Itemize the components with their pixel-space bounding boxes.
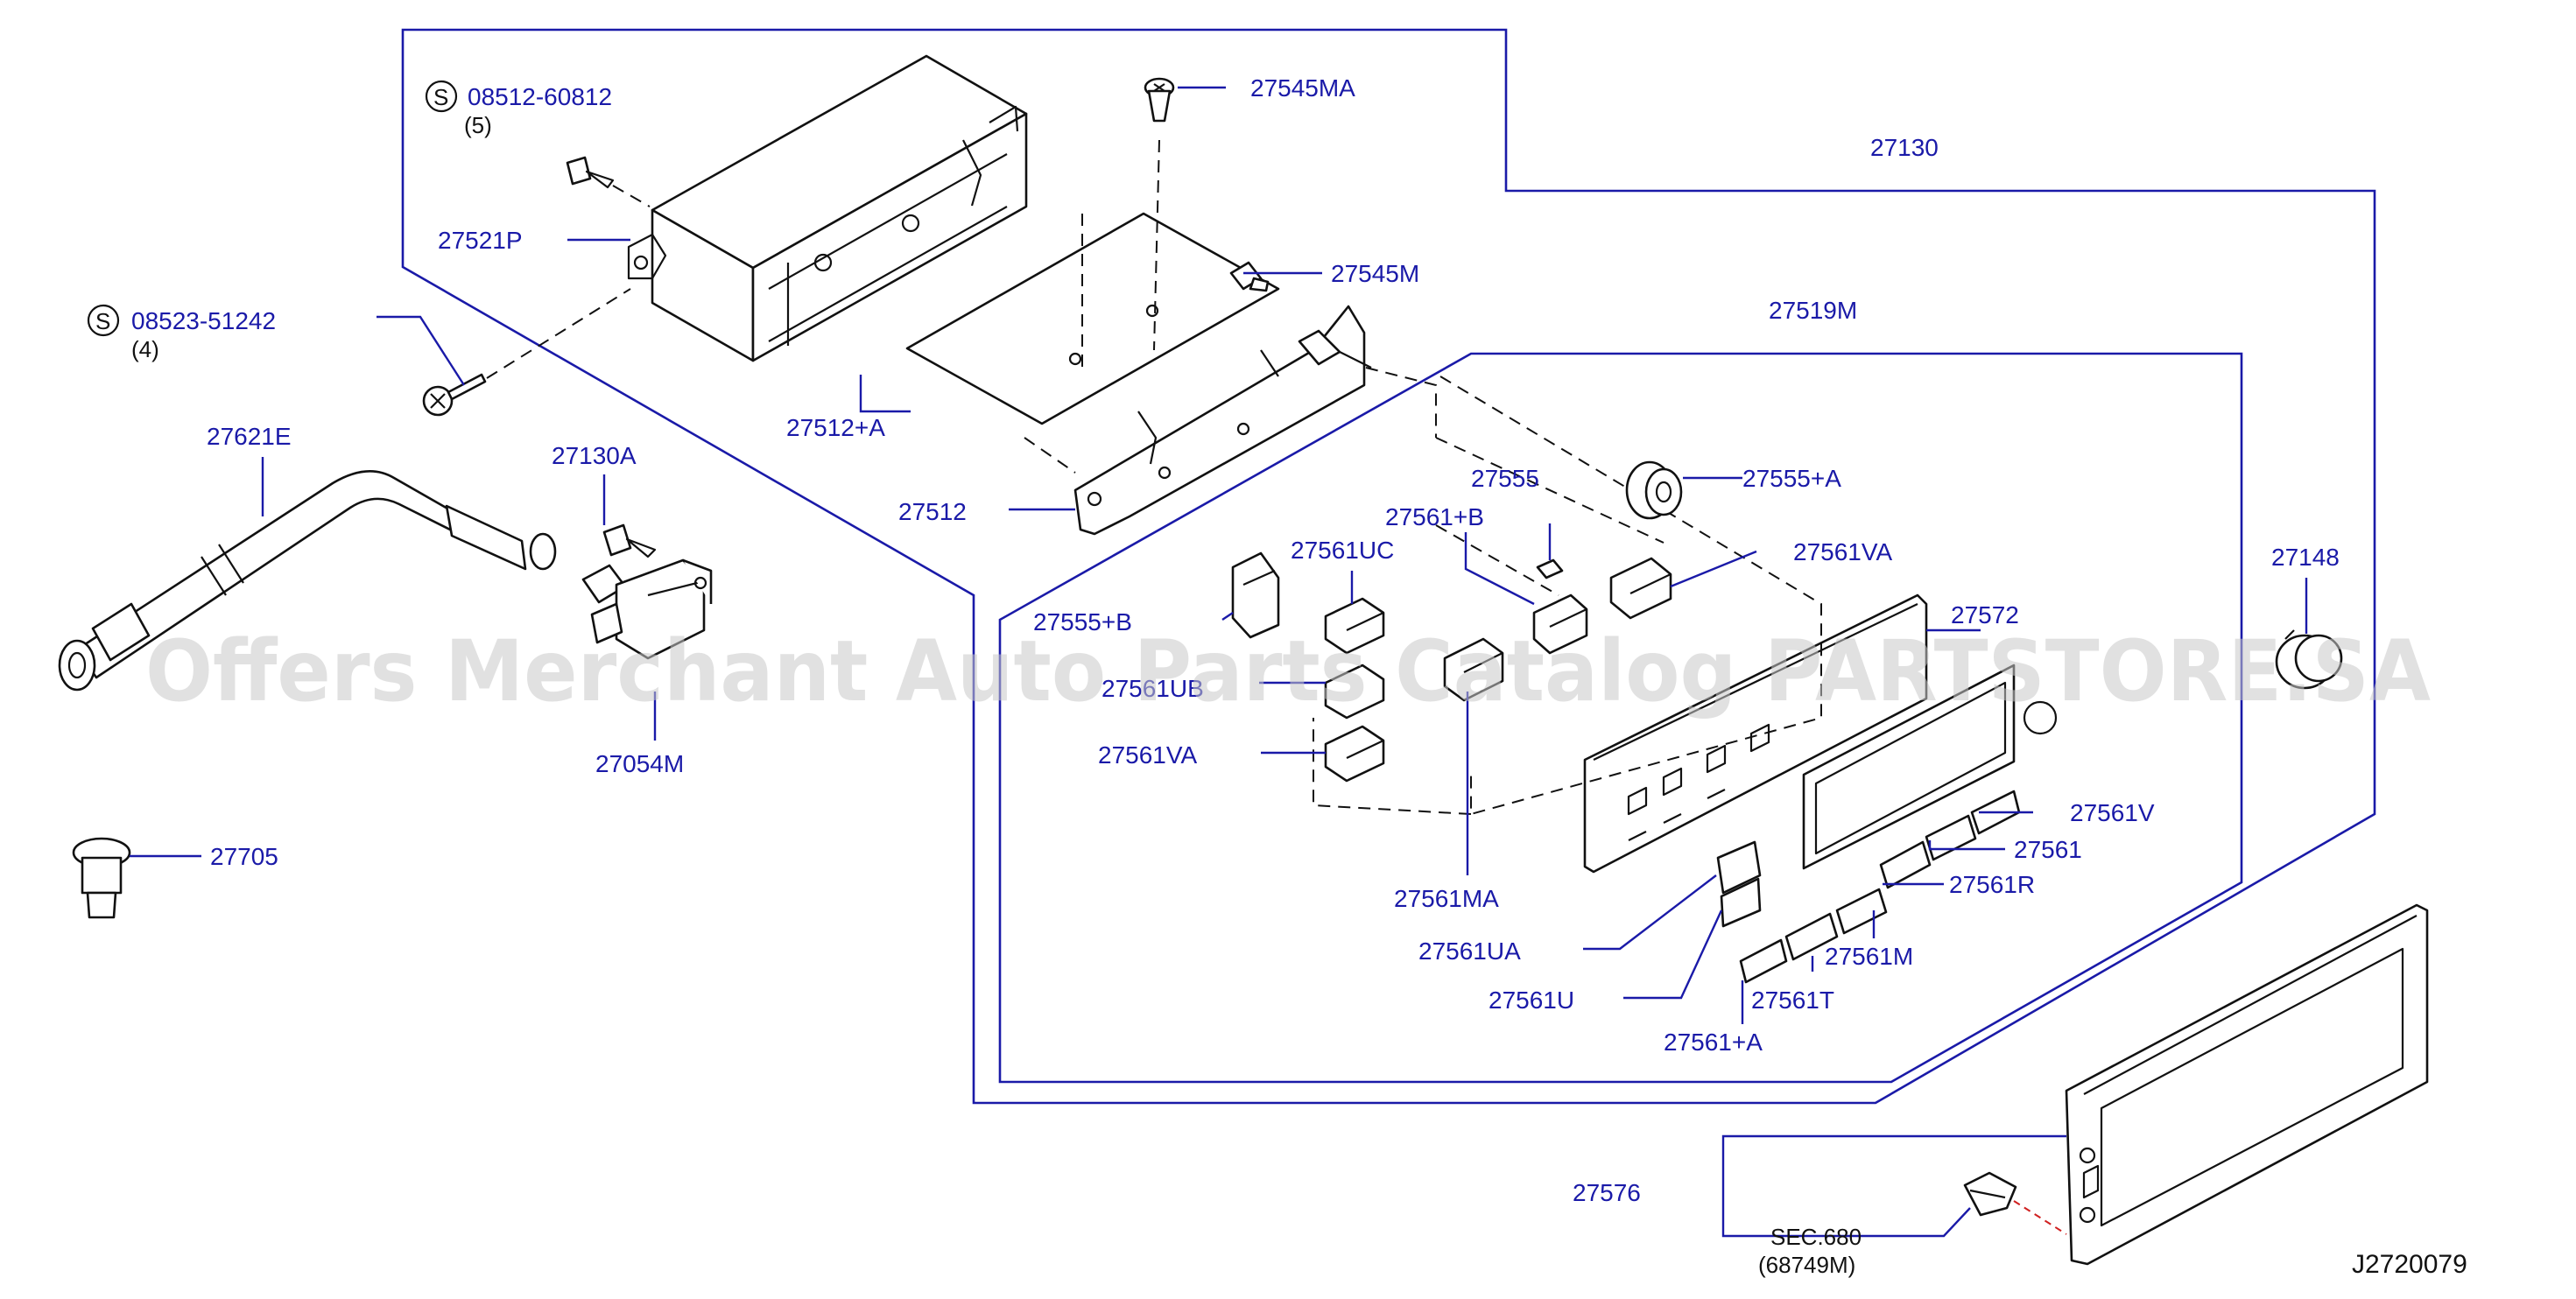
label-27561MA: 27561MA bbox=[1394, 885, 1499, 912]
label-08512-qty: (5) bbox=[464, 112, 492, 138]
label-27521P: 27521P bbox=[438, 227, 523, 254]
label-27621E: 27621E bbox=[207, 423, 292, 450]
label-27561B: 27561+B bbox=[1385, 503, 1484, 530]
leader-lines bbox=[130, 86, 2308, 1238]
frame-27130 bbox=[401, 28, 2376, 1105]
button-27561VA-top-icon bbox=[1609, 557, 1672, 620]
knob-27555A-icon bbox=[1625, 460, 1683, 520]
label-27512A: 27512+A bbox=[786, 414, 885, 441]
bracket-27512 bbox=[1073, 305, 1372, 536]
s-symbol-08523-text: S bbox=[95, 308, 110, 334]
screw-08512-icon bbox=[566, 156, 615, 189]
label-27148: 27148 bbox=[2271, 544, 2340, 571]
front-buttons bbox=[1716, 790, 2021, 984]
clip-27555-icon bbox=[1536, 558, 1564, 579]
hose-27621E bbox=[58, 469, 557, 692]
clip-27555B-icon bbox=[1231, 551, 1280, 639]
clip-sec680-icon bbox=[1963, 1171, 2017, 1217]
label-27561UB: 27561UB bbox=[1101, 675, 1204, 702]
label-27561T: 27561T bbox=[1751, 987, 1834, 1014]
watermark: Offers Merchant Auto Parts Catalog PARTS… bbox=[145, 622, 2431, 720]
label-27519M: 27519M bbox=[1769, 297, 1857, 324]
button-27561VA-bot-icon bbox=[1324, 725, 1385, 783]
label-27561UC: 27561UC bbox=[1291, 537, 1394, 564]
label-27130: 27130 bbox=[1870, 134, 1939, 161]
gasket-27512A bbox=[905, 212, 1280, 425]
label-08523-51242: 08523-51242 bbox=[131, 307, 276, 334]
sensor-27054M bbox=[581, 558, 713, 660]
label-27572: 27572 bbox=[1951, 601, 2019, 628]
label-27555A: 27555+A bbox=[1742, 465, 1841, 492]
label-27130A: 27130A bbox=[552, 442, 637, 469]
control-panel-27572 bbox=[1583, 593, 2058, 874]
button-27561MA-icon bbox=[1443, 637, 1504, 702]
label-27512: 27512 bbox=[898, 498, 967, 525]
frame-27519M bbox=[998, 352, 2243, 1084]
s-symbol-08512-icon bbox=[425, 80, 458, 113]
label-27545M: 27545M bbox=[1331, 260, 1419, 287]
label-27054M: 27054M bbox=[595, 750, 684, 777]
s-symbol-08512-text: S bbox=[433, 84, 448, 110]
screw-08523-icon bbox=[422, 373, 487, 417]
knob-27148-icon bbox=[2275, 629, 2343, 690]
label-08512-60812: 08512-60812 bbox=[468, 83, 612, 110]
label-27561UA: 27561UA bbox=[1418, 937, 1521, 965]
label-27545MA: 27545MA bbox=[1250, 74, 1355, 102]
button-27561B-icon bbox=[1532, 593, 1588, 655]
label-27576: 27576 bbox=[1573, 1179, 1641, 1206]
label-27561A: 27561+A bbox=[1664, 1029, 1763, 1056]
label-08523-qty: (4) bbox=[131, 336, 159, 362]
label-27561U: 27561U bbox=[1489, 987, 1574, 1014]
diagram-id: J2720079 bbox=[2352, 1250, 2467, 1279]
housing-27521P bbox=[627, 54, 1028, 362]
label-27705: 27705 bbox=[210, 843, 278, 870]
label-27561V: 27561V bbox=[2070, 799, 2155, 826]
label-27561: 27561 bbox=[2014, 836, 2082, 863]
label-27555: 27555 bbox=[1471, 465, 1539, 492]
fastener-27705-icon bbox=[72, 837, 131, 919]
label-27561R: 27561R bbox=[1949, 871, 2035, 898]
button-27561UB-icon bbox=[1324, 664, 1385, 720]
screw-27545MA-icon bbox=[1144, 77, 1175, 123]
bezel-27576 bbox=[2065, 903, 2429, 1266]
button-27561UC-icon bbox=[1324, 597, 1385, 655]
label-27561M: 27561M bbox=[1825, 943, 1913, 970]
label-sec-ref: (68749M) bbox=[1758, 1252, 1855, 1278]
label-sec-680: SEC.680 bbox=[1770, 1224, 1862, 1250]
screw-27130A-icon bbox=[602, 523, 657, 558]
label-27555B: 27555+B bbox=[1033, 608, 1132, 635]
label-27561VA-bot: 27561VA bbox=[1098, 741, 1197, 769]
s-symbol-08523-icon bbox=[87, 304, 120, 337]
screw-27545M-icon bbox=[1229, 261, 1270, 292]
label-27561VA-top: 27561VA bbox=[1793, 538, 1892, 565]
